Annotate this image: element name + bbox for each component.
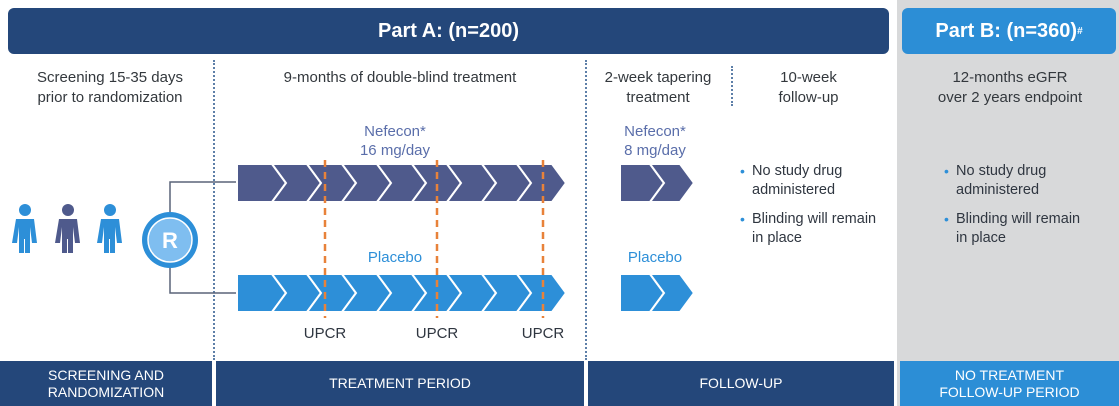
bullet-icon: • [740,211,745,227]
followup-note-1: • No study drug administered [740,162,885,200]
footer-followup: FOLLOW-UP [588,361,894,406]
nefecon-chevron [515,163,568,203]
bullet-icon: • [944,163,949,179]
nefecon-main-arrow [236,163,568,203]
tapering-header-line1: 2-week tapering [604,69,712,86]
part-b-note-1: • No study drug administered [944,162,1094,200]
footer-no-treatment: NO TREATMENT FOLLOW-UP PERIOD [900,361,1119,406]
footer-screening: SCREENING AND RANDOMIZATION [0,361,212,406]
placebo-taper-chevron [648,273,696,313]
bullet-icon: • [740,163,745,179]
placebo-taper-label: Placebo [627,249,683,266]
footer-no-treatment-line2: FOLLOW-UP PERIOD [939,383,1080,400]
followup-notes: • No study drug administered • Blinding wi… [740,162,885,258]
tapering-header-line2: treatment [626,89,690,106]
separator-tapering [731,66,733,106]
tapering-header: 2-week tapering treatment [588,68,728,108]
part-b-note-2-text: Blinding will remain in place [956,211,1081,246]
followup-header-line2: follow-up [778,89,839,106]
placebo-main-label: Placebo [367,249,423,266]
part-b-header-line1: 12-months eGFR [952,69,1068,86]
nefecon-main-dose: 16 mg/day [359,142,431,159]
upcr-label-2: UPCR [415,325,459,342]
part-b-header-line2: over 2 years endpoint [937,89,1083,106]
separator-treatment [585,60,587,360]
screening-header: Screening 15-35 days prior to randomizat… [10,68,210,108]
nefecon-main-name: Nefecon* [364,123,426,140]
nefecon-taper-name: Nefecon* [624,123,686,140]
nefecon-main-label: Nefecon* 16 mg/day [330,122,460,160]
part-b-background [897,0,1119,406]
followup-note-2: • Blinding will remain in place [740,210,885,248]
part-b-header: 12-months eGFR over 2 years endpoint [905,68,1115,108]
bullet-icon: • [944,211,949,227]
footer-treatment: TREATMENT PERIOD [216,361,584,406]
placebo-taper-arrow [619,273,696,313]
randomization-label: R [162,228,178,253]
nefecon-taper-chevron [648,163,696,203]
person-icon-1 [12,204,37,253]
part-b-note-2: • Blinding will remain in place [944,210,1094,248]
part-b-superscript: # [1077,25,1083,37]
part-b-label: Part B: (n=360) [935,19,1078,42]
part-b-note-1-text: No study drug administered [956,163,1047,198]
separator-screening [213,60,215,360]
placebo-main-arrow [236,273,568,313]
placebo-chevron [515,273,568,313]
screening-header-line1: Screening 15-35 days [37,69,183,86]
followup-note-1-text: No study drug administered [752,163,843,198]
screening-header-line2: prior to randomization [37,89,183,106]
followup-note-2-text: Blinding will remain in place [752,211,877,246]
person-icon-3 [97,204,122,253]
part-b-notes: • No study drug administered • Blinding wi… [944,162,1094,258]
nefecon-taper-dose: 8 mg/day [624,142,686,159]
nefecon-taper-label: Nefecon* 8 mg/day [600,122,710,160]
treatment-header: 9-months of double-blind treatment [283,69,517,86]
upcr-label-1: UPCR [303,325,347,342]
footer-screening-line2: RANDOMIZATION [47,383,165,400]
footer-screening-line1: SCREENING AND [48,366,164,383]
footer-no-treatment-line1: NO TREATMENT [954,366,1065,383]
followup-header: 10-week follow-up [736,68,881,108]
person-icon-2 [55,204,80,253]
upcr-label-3: UPCR [521,325,565,342]
nefecon-taper-arrow [619,163,696,203]
part-a-label: Part A: (n=200) [378,19,519,42]
followup-header-line1: 10-week [780,69,837,86]
part-a-banner: Part A: (n=200) [8,8,889,54]
part-b-banner: Part B: (n=360)# [902,8,1116,54]
randomization-circle-inner [147,217,193,263]
